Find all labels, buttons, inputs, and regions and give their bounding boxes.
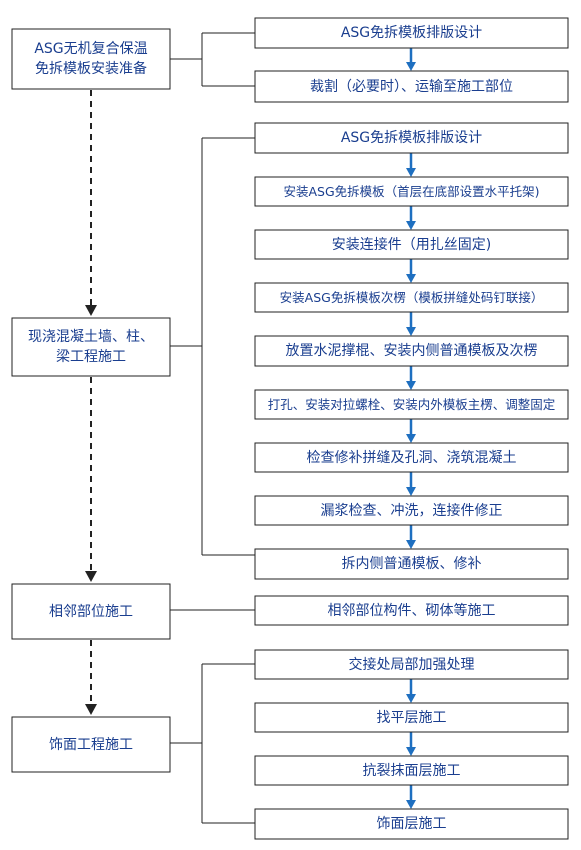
step-box-9 [254,442,569,473]
phase-dashed-arrows [85,90,97,715]
step-box-2 [254,70,569,103]
step-box-8 [254,389,569,420]
step-arrowhead-9 [406,487,416,496]
step-arrowhead-8 [406,434,416,443]
step-arrowhead-13 [406,694,416,703]
phase-box-finishing [11,716,171,773]
phase-box-concrete [11,317,171,377]
step-box-16 [254,808,569,840]
step-box-7 [254,335,569,367]
phase-box-preparation [11,28,171,90]
step-arrowhead-15 [406,800,416,809]
step-arrows [406,48,416,809]
group-connectors [170,32,255,824]
step-arrowhead-10 [406,540,416,549]
step-box-3 [254,122,569,154]
phase-box-adjacent [11,583,171,640]
phase-boxes [11,28,171,773]
connector-group-2 [170,137,255,556]
step-arrowhead-14 [406,747,416,756]
connector-group-4 [170,663,255,824]
step-box-4 [254,176,569,207]
step-box-15 [254,755,569,786]
step-arrowhead-7 [406,381,416,390]
dashed-arrowhead-1 [85,305,97,316]
step-box-14 [254,702,569,733]
step-box-11 [254,548,569,580]
step-box-1 [254,17,569,49]
step-arrowhead-4 [406,221,416,230]
step-arrowhead-1 [406,62,416,71]
step-boxes [254,17,569,840]
step-box-6 [254,282,569,313]
step-box-5 [254,229,569,260]
dashed-arrowhead-2 [85,571,97,582]
step-box-10 [254,495,569,526]
dashed-arrowhead-3 [85,704,97,715]
step-box-12 [254,595,569,626]
connector-group-1 [170,32,255,87]
step-box-13 [254,649,569,680]
step-arrowhead-3 [406,168,416,177]
step-arrowhead-6 [406,327,416,336]
step-arrowhead-5 [406,274,416,283]
